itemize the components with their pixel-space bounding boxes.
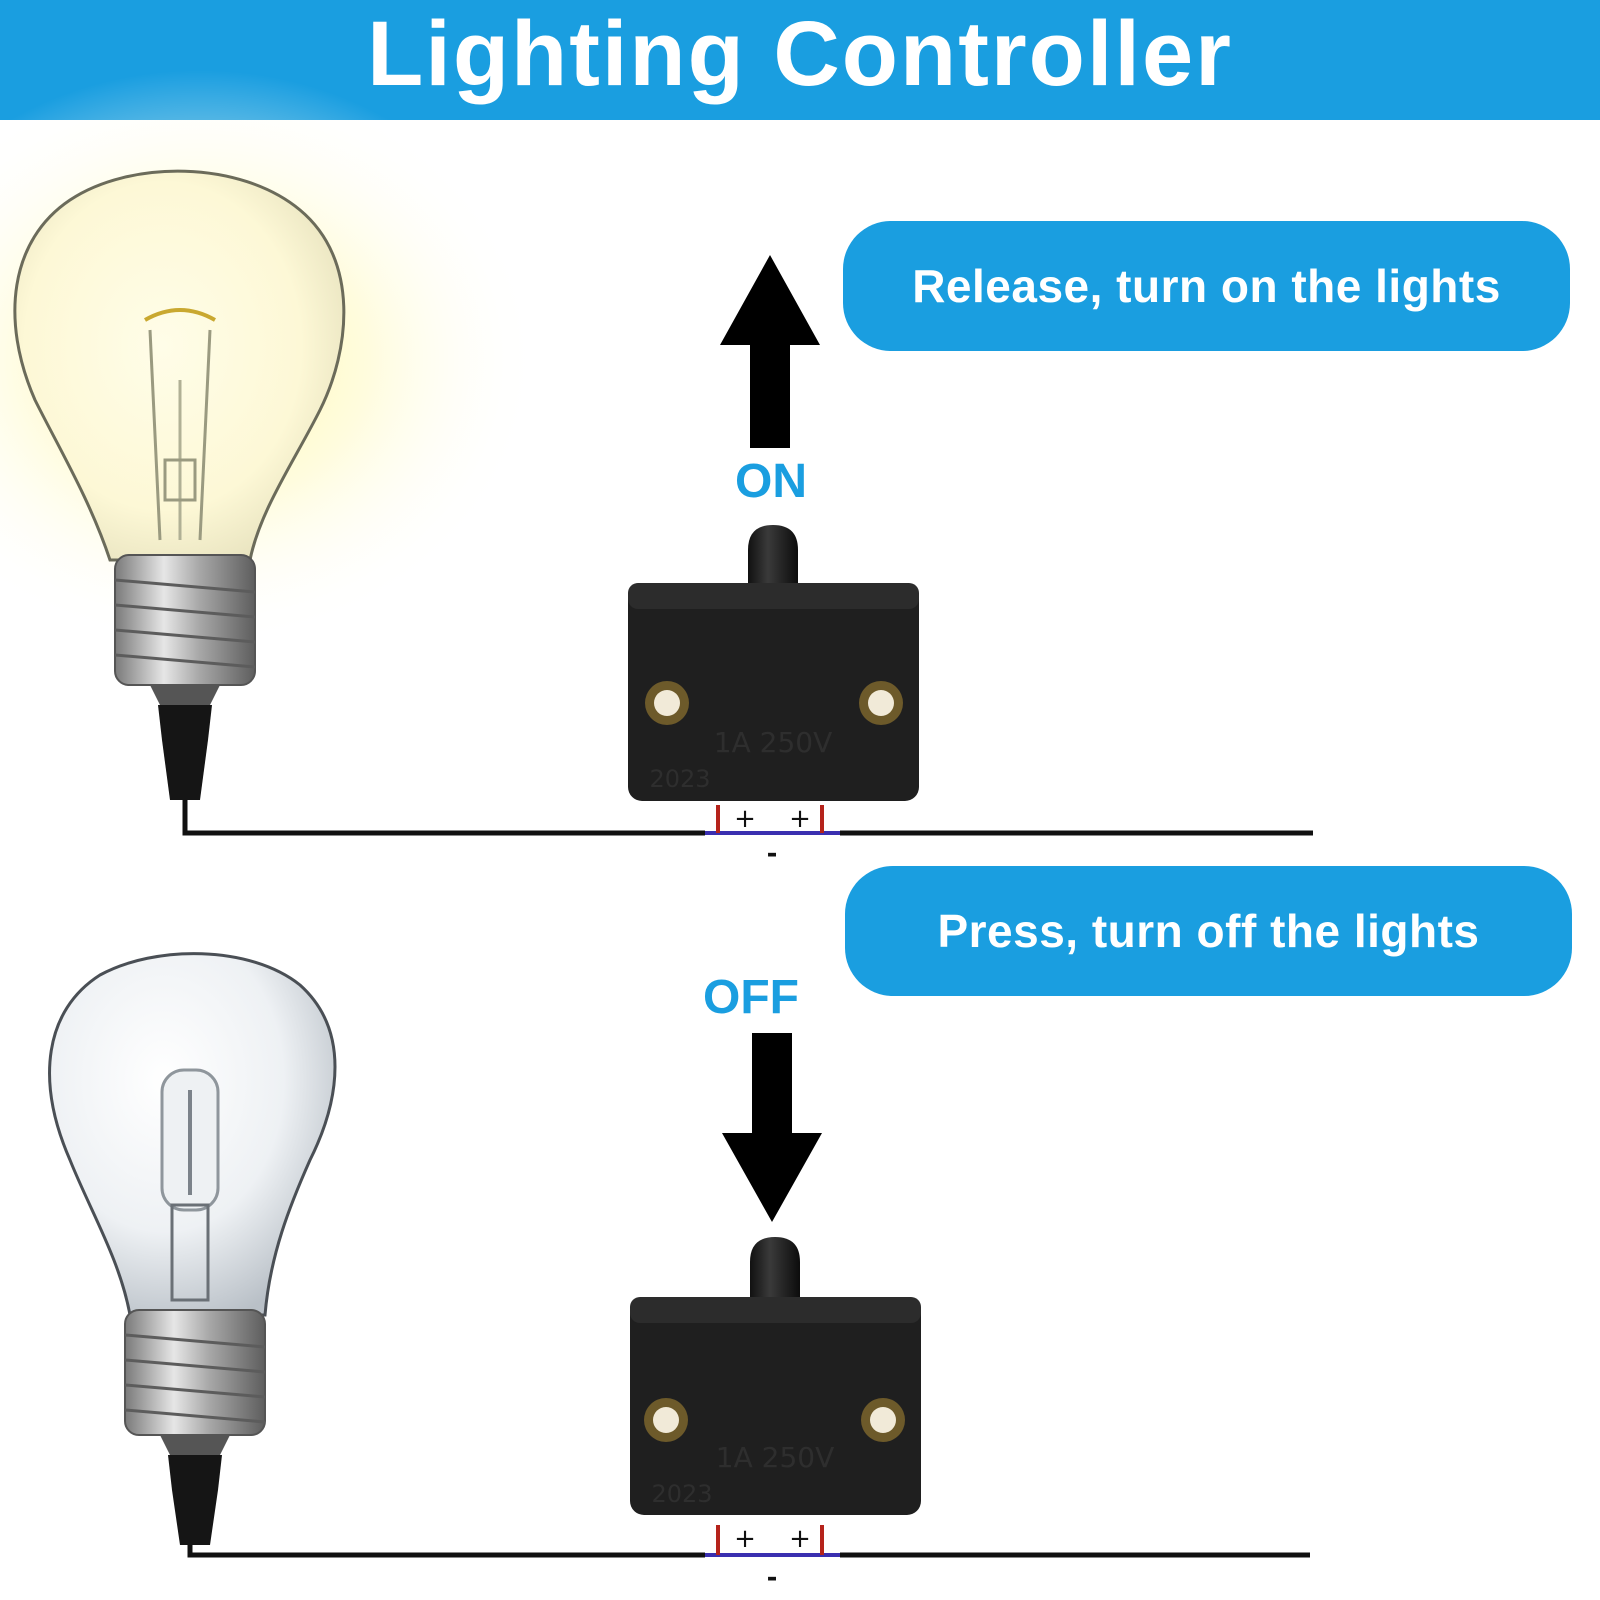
instruction-release-text: Release, turn on the lights xyxy=(912,260,1501,312)
screw-terminal xyxy=(654,690,680,716)
filament-support xyxy=(198,329,212,541)
switch-marking: 2023 xyxy=(649,765,710,793)
filament xyxy=(144,308,216,322)
screw-terminal xyxy=(868,690,894,716)
instruction-press-pill: Press, turn off the lights xyxy=(845,866,1572,996)
terminal-minus-label: - xyxy=(767,1563,778,1593)
unlit-bulb-icon xyxy=(48,952,337,1545)
halogen-pins xyxy=(170,1203,210,1302)
bulb-glass xyxy=(13,169,346,562)
switch-marking: 1A 250V xyxy=(716,1441,834,1474)
switch-marking: 2023 xyxy=(651,1480,712,1508)
base-tip xyxy=(160,1435,230,1455)
switch-marking: 1A 250V xyxy=(714,726,832,759)
screw-terminal xyxy=(653,1407,679,1433)
switch-plunger xyxy=(748,525,798,590)
filament-support xyxy=(148,329,162,541)
wire xyxy=(182,800,705,836)
arrow-down-icon xyxy=(722,1033,822,1222)
terminal-minus-label: - xyxy=(767,839,778,869)
filament-stem xyxy=(163,458,197,502)
base-thread xyxy=(114,578,256,669)
wire xyxy=(187,1545,705,1558)
state-label-on: ON xyxy=(735,455,807,508)
base-tip xyxy=(150,685,220,705)
base-thread xyxy=(124,1333,266,1424)
socket xyxy=(158,705,212,800)
push-switch: 1A 250V 2023 + + - xyxy=(630,1237,921,1593)
instruction-press-text: Press, turn off the lights xyxy=(937,905,1480,957)
wire xyxy=(716,805,824,833)
switch-plunger xyxy=(750,1237,800,1305)
terminal-plus-label: + xyxy=(789,1524,811,1554)
wire xyxy=(716,1525,824,1555)
terminal-plus-label: + xyxy=(789,804,811,834)
arrow-up-icon xyxy=(720,255,820,448)
screw-terminal xyxy=(870,1407,896,1433)
socket xyxy=(168,1455,222,1545)
switch-body xyxy=(630,1297,921,1515)
page-title: Lighting Controller xyxy=(367,3,1233,105)
terminal-plus-label: + xyxy=(734,1524,756,1554)
switch-body-top xyxy=(630,1297,921,1323)
instruction-release-pill: Release, turn on the lights xyxy=(843,221,1570,351)
switch-body xyxy=(628,583,919,801)
push-switch: 1A 250V 2023 + + - xyxy=(628,525,919,869)
state-label-off: OFF xyxy=(703,971,799,1024)
lit-bulb-icon xyxy=(13,169,346,800)
terminal-plus-label: + xyxy=(734,804,756,834)
switch-body-top xyxy=(628,583,919,609)
